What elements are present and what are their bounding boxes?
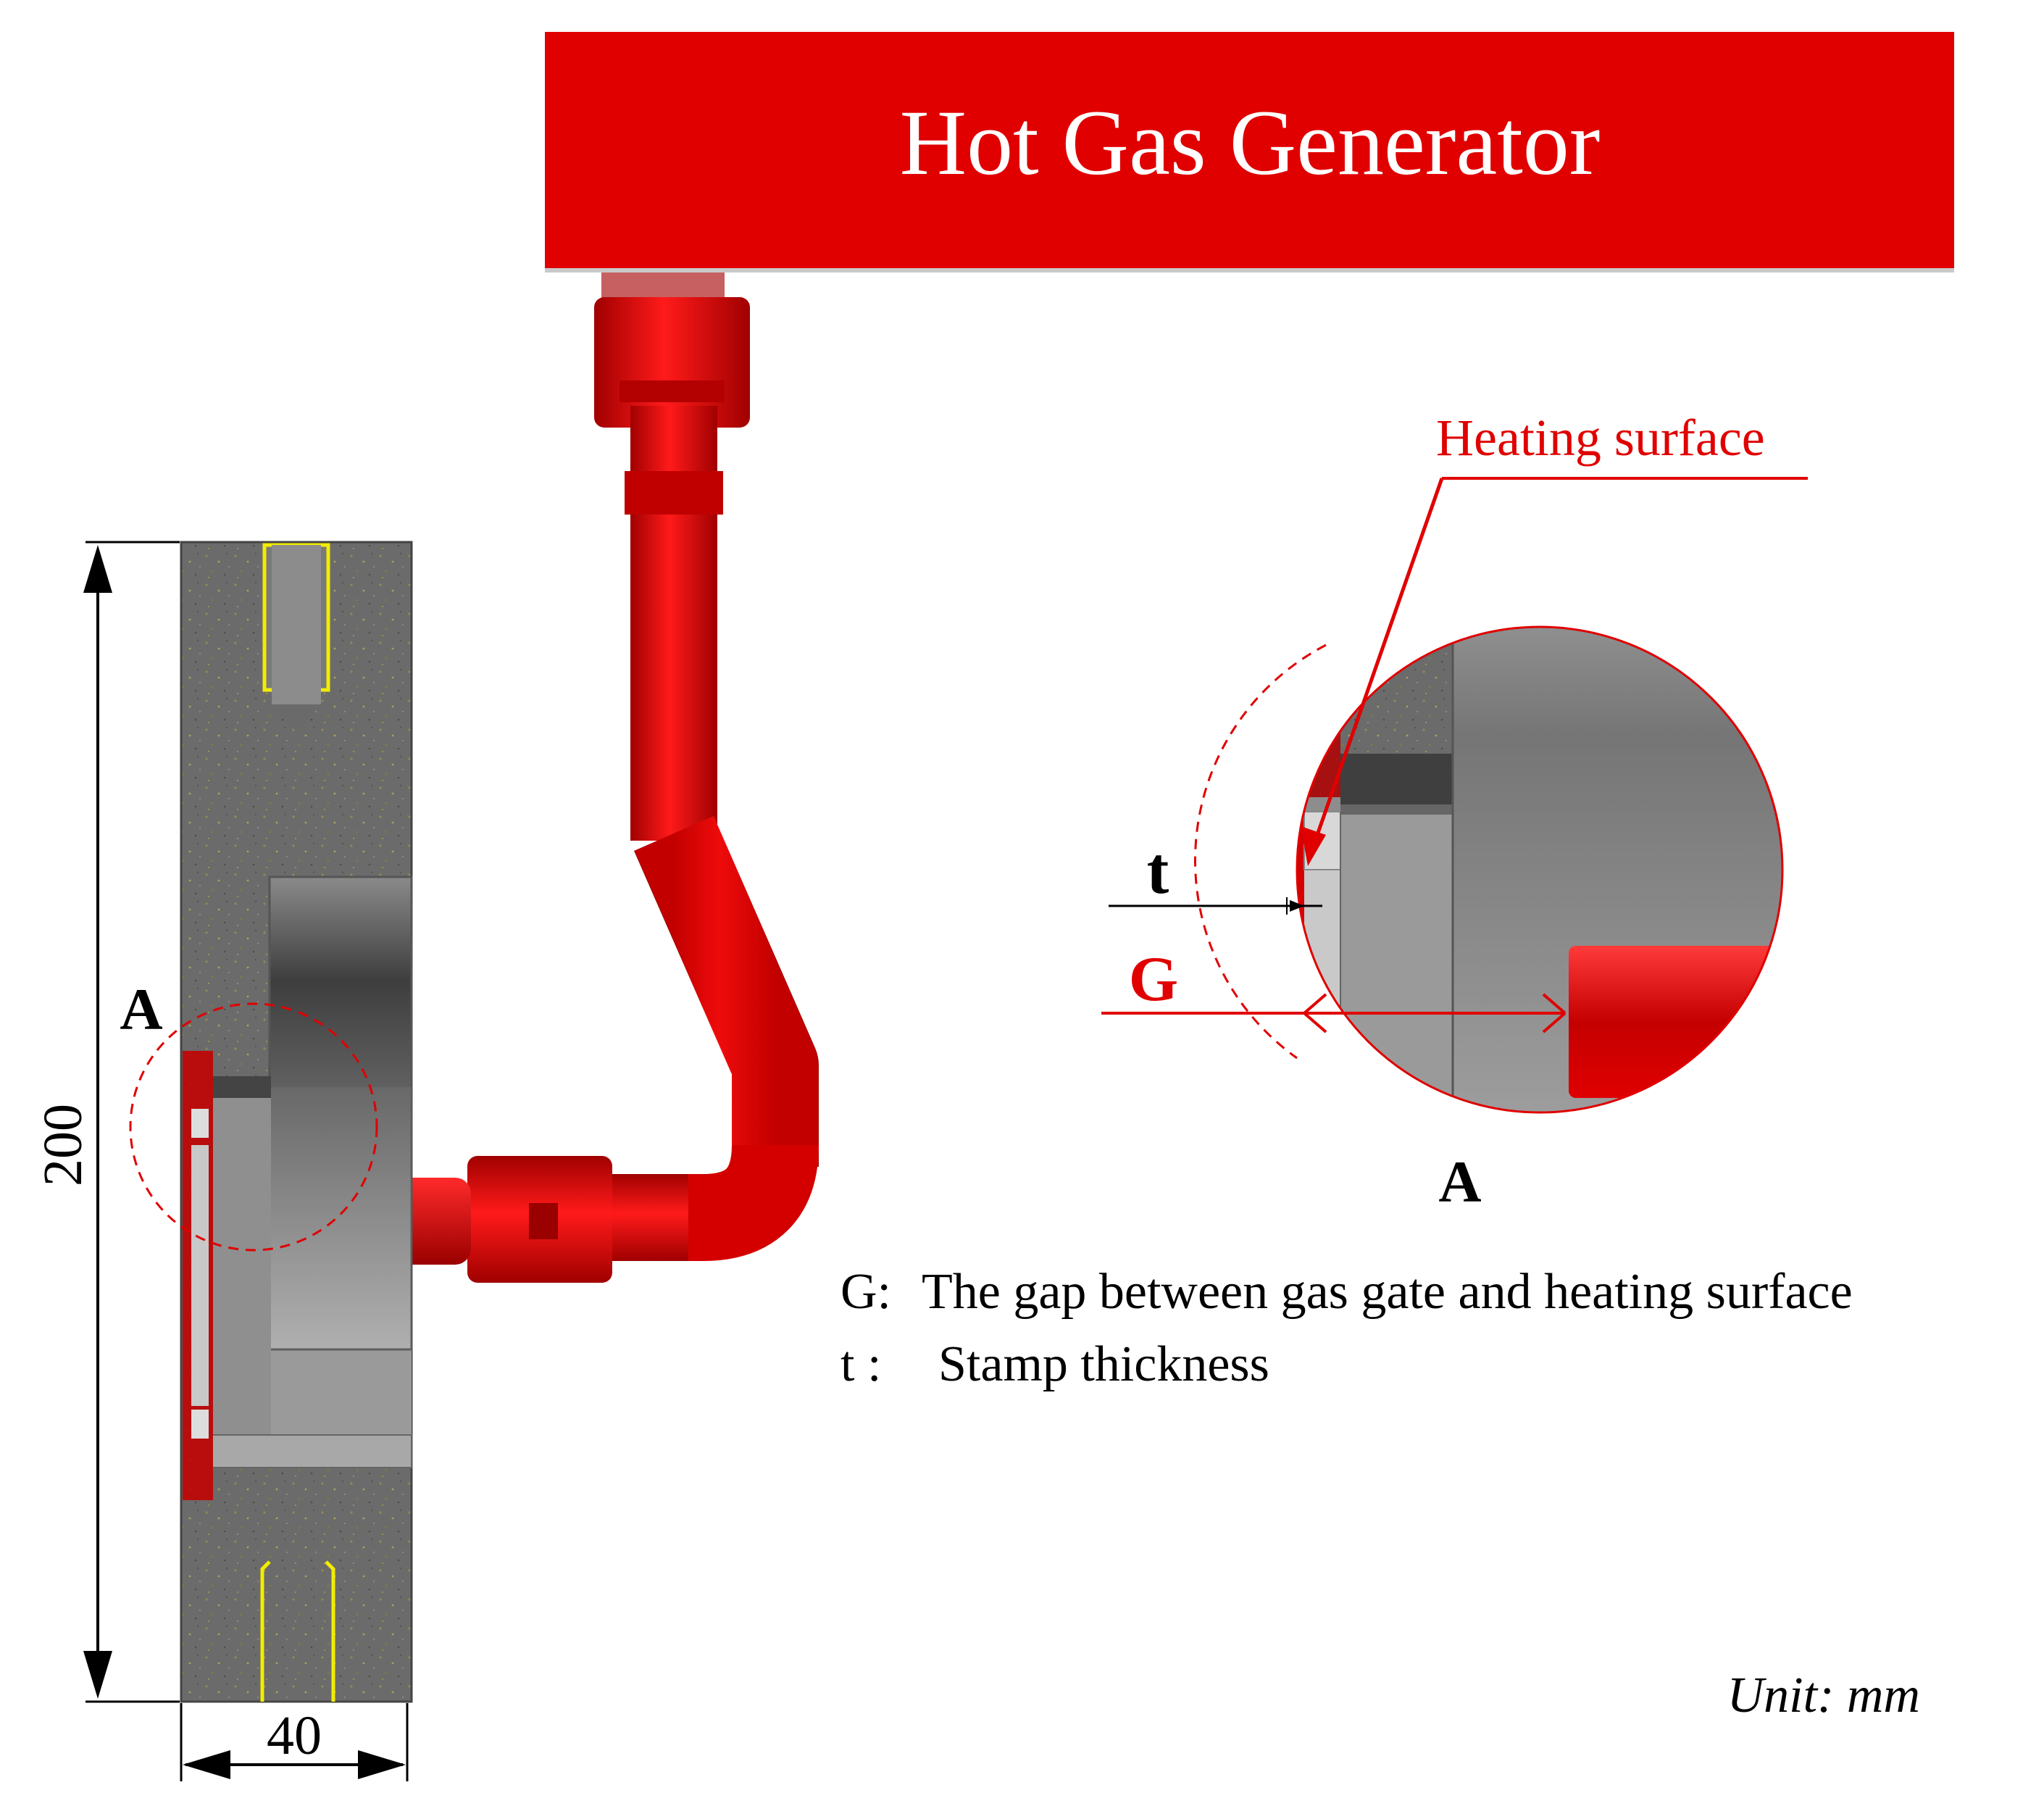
legend-t-key: t :: [840, 1336, 881, 1392]
legend-g-text: The gap between gas gate and heating sur…: [922, 1264, 1853, 1320]
gas-gate: [1569, 946, 1782, 1098]
gas-supply-pipe: [322, 272, 819, 1283]
detail-marker: A: [1438, 1149, 1481, 1215]
height-dimension: 200: [33, 541, 180, 1703]
detail-view-a: Heating surface t G A: [1101, 409, 1808, 1215]
legend-g-key: G:: [840, 1264, 891, 1320]
width-dimension: 40: [180, 1703, 409, 1781]
height-dimension-label: 200: [33, 1104, 93, 1186]
heating-surface-label: Heating surface: [1436, 409, 1765, 467]
bottom-bolt-hole: [260, 1560, 271, 1702]
hot-gas-generator: Hot Gas Generator: [545, 32, 1954, 272]
width-dimension-label: 40: [267, 1705, 322, 1766]
g-symbol: G: [1129, 944, 1178, 1015]
unit-label: Unit: mm: [1727, 1668, 1920, 1723]
mould-block: [180, 541, 413, 1703]
section-circle: [129, 1002, 378, 1252]
t-symbol: t: [1147, 833, 1169, 907]
legend-t-text: Stamp thickness: [938, 1336, 1269, 1392]
legend: G: The gap between gas gate and heating …: [840, 1264, 1853, 1392]
generator-label: Hot Gas Generator: [900, 91, 1601, 194]
section-marker: A: [120, 976, 162, 1042]
